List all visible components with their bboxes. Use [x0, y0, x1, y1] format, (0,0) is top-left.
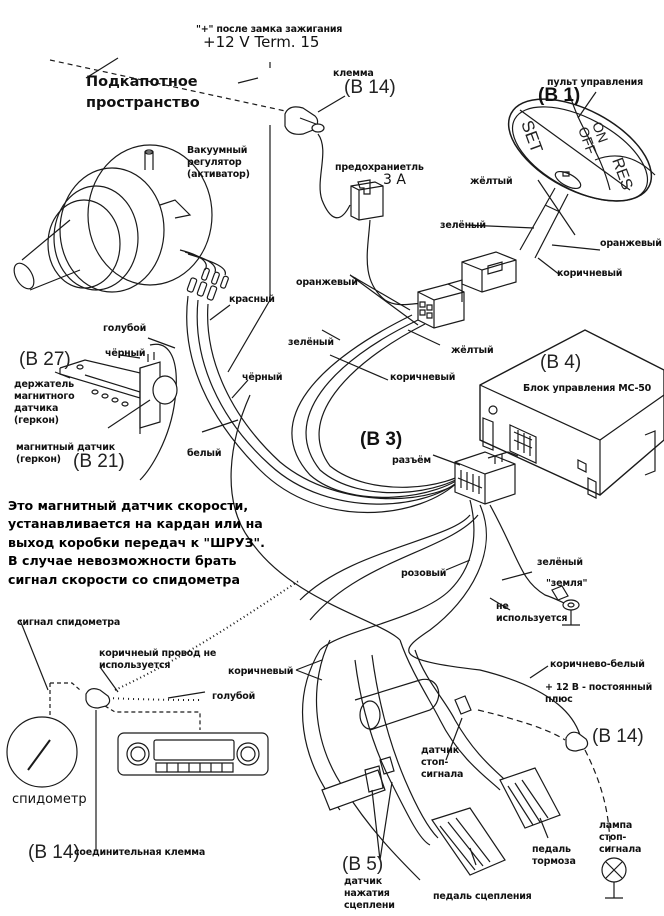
magnetic-sensor-caption: магнитный датчик (геркон) [16, 442, 115, 465]
remote-connector-icon [418, 252, 516, 328]
clamp-top-ref: (B 14) [344, 77, 396, 98]
car-radio-icon [118, 733, 268, 775]
brake-sensor-caption: датчик стоп- сигнала [421, 745, 464, 780]
connector-ref: (B 3) [360, 429, 403, 450]
sensor-holder-caption: держатель магнитного датчика (геркон) [14, 379, 75, 426]
wire-label-yellow-mid: жёлтый [451, 345, 494, 356]
remote-control-icon: SET ON OFF RES [492, 78, 664, 258]
wire-label-brown-white: коричнево-белый [550, 659, 645, 670]
control-unit-icon [480, 330, 664, 498]
wire-label-brown-low: коричневый [228, 666, 294, 677]
fuse-icon [351, 180, 383, 220]
ground-label: "земля" [546, 578, 588, 589]
ignition-leader [86, 58, 118, 78]
wire-label-green-mid: зелёный [288, 337, 334, 348]
wire-label-plus12: + 12 В - постоянный плюс [545, 682, 653, 705]
sensor-holder-ref: (B 27) [19, 349, 71, 370]
connector-caption: разъём [392, 455, 431, 466]
wire-label-orange-right: оранжевый [600, 238, 662, 249]
wire-label-brown-mid: коричневый [390, 372, 456, 383]
fuse-caption: предохраниетль [335, 162, 424, 173]
wire-label-red: красный [229, 294, 275, 305]
ground-terminal-icon [552, 586, 580, 625]
brake-lamp-wire [478, 710, 565, 740]
clamp-b14-brake-icon [566, 732, 588, 751]
svg-text:ON: ON [589, 120, 611, 145]
page-title: Подкапотное пространство [86, 72, 200, 114]
speed-sensor-note: Это магнитный датчик скорости, устанавли… [8, 498, 265, 587]
wire-label-green-top: зелёный [440, 220, 486, 231]
remote-caption: пульт управления [547, 77, 644, 88]
ignition-wire [50, 60, 290, 112]
brake-lamp-caption: лампа стоп- сигнала [599, 820, 642, 855]
speedo-signal-caption: сигнал спидометра [17, 617, 121, 628]
wire-label-white: белый [187, 448, 222, 459]
ignition-value: +12 V Term. 15 [203, 33, 320, 51]
ignition-caption: "+" после замка зажигания [196, 24, 343, 35]
wire-label-not-used: не используется [496, 601, 568, 624]
speedometer-icon [7, 620, 80, 787]
clamp-b14-bottom-icon [86, 689, 200, 850]
wire-label-green-ground: зелёный [537, 557, 583, 568]
main-harness [140, 296, 472, 640]
brake-lamp-icon [602, 858, 626, 898]
clamp-b14-top-icon [285, 96, 345, 134]
pedal-assembly-icon [303, 640, 560, 880]
wire-label-yellow-top: жёлтый [470, 176, 513, 187]
vacuum-actuator-icon [10, 145, 212, 292]
fuse-rating: 3 A [383, 172, 406, 188]
brake-pedal-caption: педаль тормоза [532, 844, 576, 867]
clutch-pedal-caption: педаль сцепления [433, 891, 532, 902]
wire-label-brown-top: коричневый [557, 268, 623, 279]
control-unit-caption: Блок управления MC-50 [523, 383, 652, 394]
brake-clamp-ref: (B 14) [592, 726, 644, 747]
control-unit-ref: (B 4) [540, 352, 582, 373]
clamp-top-caption: клемма [333, 68, 374, 79]
magnetic-sensor-icon [60, 352, 177, 434]
harness-connector-icon [455, 452, 518, 504]
wire-label-blue-low: голубой [212, 691, 256, 702]
speedometer-caption: спидометр [12, 792, 87, 807]
wire-label-blue: голубой [103, 323, 147, 334]
speedo-clamp-ref: (B 14) [28, 842, 80, 863]
remote-ref: (B 1) [538, 85, 581, 106]
wire-label-black-sensor: чёрный [105, 348, 146, 359]
wire-clamp-fuse [318, 134, 350, 218]
wire-label-orange-left: оранжевый [296, 277, 358, 288]
title-text: Подкапотное пространство [86, 74, 200, 111]
actuator-wires [180, 250, 229, 301]
clutch-sensor-caption: датчик нажатия сцеплени [344, 876, 395, 911]
brown-unused-caption: коричнеый провод не используется [99, 648, 217, 671]
clutch-ref: (B 5) [342, 854, 384, 875]
speedo-clamp-caption: соединительная клемма [74, 847, 206, 858]
magnetic-sensor-ref: (B 21) [73, 451, 125, 472]
actuator-caption: Вакуумный регулятор (активатор) [187, 145, 250, 180]
wire-fuse-connector [367, 220, 425, 305]
wire-label-black: чёрный [242, 372, 283, 383]
wire-label-pink: розовый [401, 568, 447, 579]
